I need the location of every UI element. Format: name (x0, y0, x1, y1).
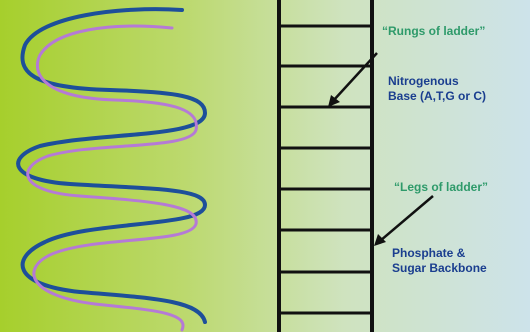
helix-strand-blue (18, 9, 205, 322)
legs-of-ladder-label: “Legs of ladder” (394, 180, 488, 194)
helix-strand-purple (28, 26, 197, 330)
nitrogenous-base-line2: Base (A,T,G or C) (388, 89, 486, 103)
phosphate-sugar-line1: Phosphate & (392, 246, 465, 260)
nitrogenous-base-line1: Nitrogenous (388, 74, 459, 88)
phosphate-sugar-backbone-label: Phosphate & Sugar Backbone (392, 246, 487, 276)
rungs-of-ladder-label: “Rungs of ladder” (382, 24, 485, 38)
leg-pointer-arrow (380, 196, 433, 241)
nitrogenous-base-label: Nitrogenous Base (A,T,G or C) (388, 74, 486, 104)
phosphate-sugar-line2: Sugar Backbone (392, 261, 487, 275)
